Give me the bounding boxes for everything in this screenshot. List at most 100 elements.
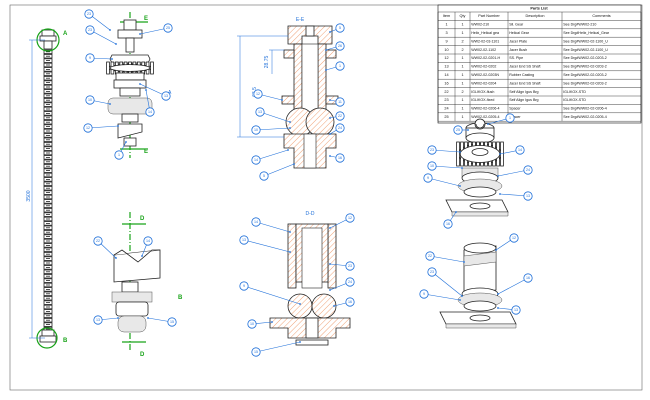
balloon-number: 25: [166, 26, 170, 30]
leader-arrow-dot: [115, 257, 117, 259]
balloon-number: 13: [96, 318, 100, 322]
parts-list-cell: WW2-02-03-1101: [471, 39, 499, 43]
leader-arrow-dot: [329, 289, 331, 291]
parts-list-cell: 1: [461, 81, 463, 85]
leader-arrow-dot: [461, 295, 463, 297]
leader-arrow-dot: [497, 307, 499, 309]
parts-list-cell: 12: [444, 56, 448, 60]
parts-list-cell: See Drg#WW02-02-0203-2: [563, 65, 607, 69]
item-balloon: 13: [255, 107, 265, 117]
leader-line: [243, 239, 291, 253]
leader-line: [431, 165, 463, 169]
balloon-number: 14: [518, 148, 522, 152]
item-balloon: 13: [161, 91, 171, 101]
item-balloon: 23: [427, 145, 437, 155]
parts-list-cell: See Drg#WW02-210: [563, 23, 596, 27]
leader-arrow-dot: [281, 99, 283, 101]
dimension-28-75: 28.75: [264, 56, 270, 69]
parts-list-cell: Spacer: [509, 107, 521, 111]
leader-arrow-dot: [111, 58, 113, 60]
leader-line: [497, 277, 529, 295]
leader-arrow-dot: [139, 33, 141, 35]
balloon-number: 16: [446, 222, 450, 226]
parts-list-cell: 2: [461, 90, 463, 94]
item-balloon: 10: [247, 319, 257, 329]
parts-list-cell: 1: [461, 23, 463, 27]
item-balloon: 10: [427, 161, 437, 171]
parts-list-cell: 22: [444, 90, 448, 94]
parts-list-cell: 1: [461, 56, 463, 60]
balloon-number: 12: [512, 236, 516, 240]
parts-list-cell: Helical Gear: [509, 31, 530, 35]
parts-list-cell: 9: [445, 39, 447, 43]
item-balloon: 5: [259, 171, 269, 181]
item-balloon: 25: [163, 23, 173, 33]
leader-arrow-dot: [139, 83, 141, 85]
balloon-number: 14: [254, 158, 258, 162]
sheet-border: [9, 4, 643, 391]
item-balloon: 14: [251, 155, 261, 165]
leader-arrow-dot: [329, 155, 331, 157]
item-balloon: 22: [335, 111, 345, 121]
leader-line: [431, 149, 461, 153]
item-balloon: 23: [345, 261, 355, 271]
isometric-view-upper: [445, 118, 509, 217]
item-balloon: 14: [515, 145, 525, 155]
parts-list-cell: 1: [461, 98, 463, 102]
parts-list-title: Parts List: [530, 7, 548, 11]
item-balloon: 16: [523, 273, 533, 283]
leader-line: [429, 255, 465, 263]
leader-arrow-dot: [109, 29, 111, 31]
parts-list-header-cell: Part Number: [478, 14, 500, 18]
leader-line: [255, 221, 291, 233]
parts-list-header-cell: Comments: [592, 14, 610, 18]
parts-list-cell: IGLIKOX-flush: [471, 90, 494, 94]
leader-line: [243, 285, 301, 305]
balloon-number: 11: [338, 100, 342, 104]
leader-line: [259, 111, 291, 123]
parts-list-cell: See Drg#WW02-02-1100_U: [563, 48, 608, 52]
item-balloon: 14: [251, 217, 261, 227]
item-balloon: 24: [345, 277, 355, 287]
leader-line: [87, 125, 119, 129]
item-balloon: 24: [335, 123, 345, 133]
leader-line: [263, 163, 295, 177]
leader-arrow-dot: [329, 99, 331, 101]
balloon-number: 10: [254, 128, 258, 132]
balloon-number: 10: [88, 98, 92, 102]
parts-list-cell: Jacer Plate: [509, 39, 527, 43]
balloon-number: 23: [430, 270, 434, 274]
parts-list-cell: WW02-02-0203N: [471, 73, 499, 77]
parts-list-cell: 23: [444, 98, 448, 102]
balloon-number: 13: [526, 194, 530, 198]
item-balloon: 16: [335, 153, 345, 163]
leader-arrow-dot: [325, 69, 327, 71]
parts-list-cell: IGLIKOX-STD: [563, 90, 586, 94]
item-balloon: 12: [83, 123, 93, 133]
section-mark-d-bottom: D: [140, 352, 145, 358]
parts-list-cell: 14: [444, 73, 448, 77]
item-balloon: 9: [423, 173, 433, 183]
parts-list-cell: 1: [461, 115, 463, 119]
detail-label-a: A: [63, 31, 68, 37]
leader-arrow-dot: [289, 231, 291, 233]
parts-list-cell: Jacer End SS Shaft: [509, 81, 540, 85]
item-balloon: 15: [251, 347, 261, 357]
parts-list-cell: 1: [461, 73, 463, 77]
balloon-number: 1: [118, 153, 120, 157]
parts-list-cell: Rubber Casting: [509, 73, 534, 77]
parts-list-cell: 13: [444, 65, 448, 69]
leader-line: [139, 83, 167, 97]
parts-list-cell: Jacer Bush: [509, 48, 527, 52]
parts-list-cell: Self Align Igus Brg: [509, 90, 538, 94]
balloon-number: 9: [427, 176, 429, 180]
leader-arrow-dot: [329, 133, 331, 135]
leader-arrow-dot: [289, 251, 291, 253]
parts-list-cell: Helix_Helical gea: [471, 31, 499, 35]
leader-arrow-dot: [289, 127, 291, 129]
leader-arrow-dot: [499, 153, 501, 155]
balloon-number: 14: [146, 239, 150, 243]
leader-arrow-dot: [329, 117, 331, 119]
parts-list-cell: See Drg#WW02-02-0205-4: [563, 115, 607, 119]
item-balloon: 15: [167, 317, 177, 327]
